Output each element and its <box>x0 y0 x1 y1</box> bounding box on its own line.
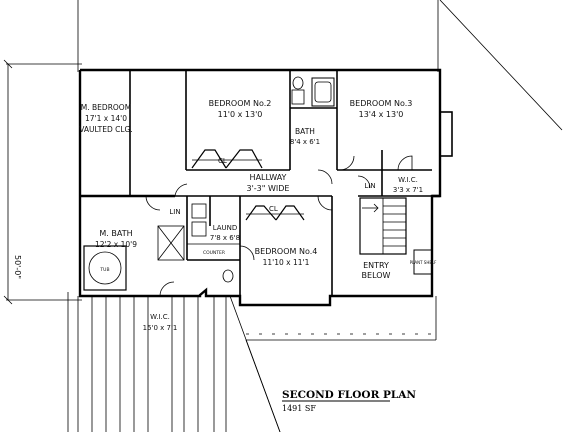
bath-name: BATH <box>295 127 315 136</box>
master-bath-name: M. BATH <box>99 229 132 238</box>
bay-window <box>439 111 453 157</box>
plant-shelf-label: PLANT SHELF <box>410 260 437 265</box>
bedroom2-size: 11'0 x 13'0 <box>218 110 263 119</box>
master-bedroom-size: 17'1 x 14'0 <box>85 114 127 123</box>
interior-walls <box>79 70 432 296</box>
closet-bedroom2-label: CL <box>218 157 227 165</box>
entry-name: ENTRY <box>363 261 389 270</box>
master-bedroom-note: VAULTED CLG. <box>79 125 133 134</box>
master-bath-fixtures <box>83 225 234 291</box>
hallway-size: 3'-3" WIDE <box>247 184 290 193</box>
room-labels: M. BEDROOM 17'1 x 14'0 VAULTED CLG. BEDR… <box>79 99 437 332</box>
exterior-walls <box>78 68 442 307</box>
plan-area: 1491 SF <box>282 404 316 413</box>
wic-b3-name: W.I.C. <box>398 176 418 184</box>
bedroom3-name: BEDROOM No.3 <box>350 99 413 108</box>
wic-b3-size: 3'3 x 7'1 <box>393 186 423 194</box>
lin-master-label: LIN <box>169 208 180 216</box>
tub-label: TUB <box>99 267 109 273</box>
title-block: SECOND FLOOR PLAN 1491 SF <box>282 389 416 413</box>
bath-size: 8'4 x 6'1 <box>290 138 320 146</box>
plant-shelf-box <box>413 249 433 275</box>
wic-b3-door <box>397 155 413 171</box>
closet-bedroom2: CL <box>191 149 263 169</box>
bath-fixtures <box>291 76 335 107</box>
construction-lines <box>6 0 563 301</box>
doors <box>145 155 371 297</box>
entry-note: BELOW <box>362 271 391 280</box>
bedroom3-size: 13'4 x 13'0 <box>359 110 404 119</box>
plan-title: SECOND FLOOR PLAN <box>282 389 416 401</box>
bedroom4-size: 11'10 x 11'1 <box>263 258 310 267</box>
laundry-machines <box>187 203 240 245</box>
laundry-name: LAUND <box>213 224 238 232</box>
master-bedroom-name: M. BEDROOM <box>81 103 131 112</box>
wic-master-size: 15'0 x 7'1 <box>143 324 178 332</box>
lin-hall-label: LIN <box>364 182 375 190</box>
overall-dimension-label: 50'-0" <box>13 255 22 279</box>
wic-master-name: W.I.C. <box>150 313 170 321</box>
bedroom2-name: BEDROOM No.2 <box>209 99 272 108</box>
master-bath-size: 12'2 x 10'9 <box>95 240 137 249</box>
closet-bedroom4-label: CL <box>269 205 278 213</box>
hallway-name: HALLWAY <box>250 173 287 182</box>
overall-dimension: 50'-0" <box>3 59 22 305</box>
bedroom4-name: BEDROOM No.4 <box>255 247 318 256</box>
counter-label: COUNTER <box>203 250 225 256</box>
roof-lines-below <box>67 292 437 432</box>
closet-bedroom4: CL <box>245 205 305 221</box>
stairs <box>359 197 407 255</box>
laundry-size: 7'8 x 6'8 <box>210 234 240 242</box>
